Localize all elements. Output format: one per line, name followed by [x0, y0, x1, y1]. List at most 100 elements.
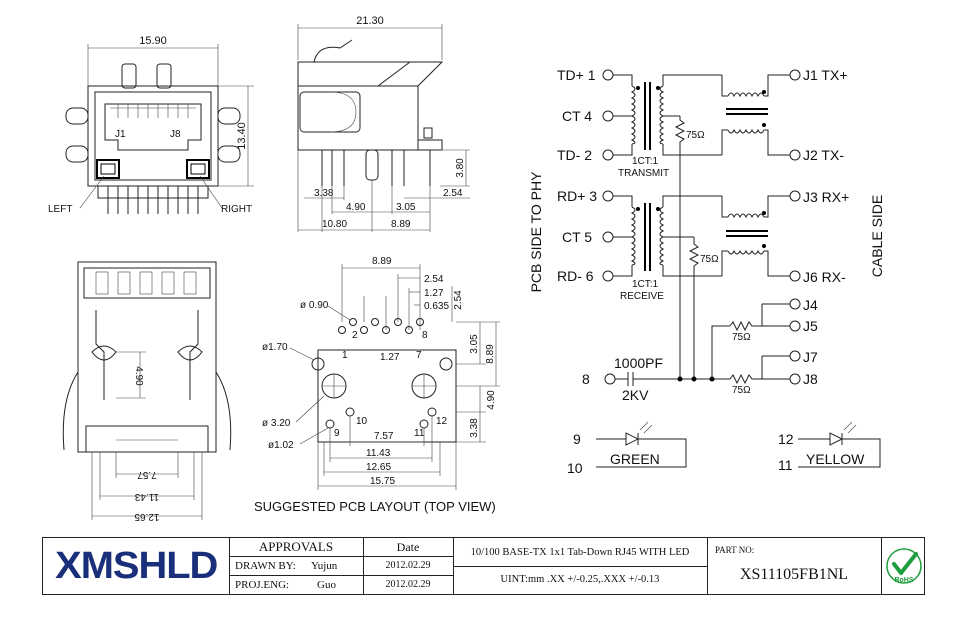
bv-dim-7-57: 7.57 [137, 469, 157, 480]
rohs-check-icon: RoHS [886, 548, 922, 584]
j3-label: J3 RX+ [803, 189, 849, 205]
pcb-dim-15-75: 15.75 [370, 476, 395, 487]
ct5-label: CT 5 [562, 229, 592, 245]
pcb-pin-11: 11 [414, 428, 425, 439]
rohs-badge: RoHS [885, 540, 923, 592]
led12-label: 12 [778, 431, 794, 447]
bottom-view: 4.90 7.57 11.43 12.65 [62, 261, 232, 522]
pcb-dim-3-38: 3.38 [469, 418, 480, 438]
j7-label: J7 [803, 349, 818, 365]
j6-label: J6 RX- [803, 269, 846, 285]
pcb-dim-d3-20: ø 3.20 [262, 418, 291, 429]
front-view: 15.90 J1 J8 [48, 35, 254, 215]
led10-label: 10 [567, 460, 583, 476]
cap-voltage: 2KV [622, 387, 649, 403]
logo-text: XMSHLD [54, 544, 218, 587]
j5-label: J5 [803, 318, 818, 334]
dim-3-05: 3.05 [396, 202, 416, 213]
pcb-layout: 8.89 2.54 1.27 0.635 2.54 ø 0.90 ø1.70 [254, 256, 500, 514]
ratio-rx: 1CT:1 [632, 279, 659, 290]
pcb-dim-8-89-top: 8.89 [372, 256, 392, 267]
transmit-label: TRANSMIT [618, 168, 669, 179]
td-minus-label: TD- 2 [557, 147, 592, 163]
proj-eng: Guo [317, 579, 336, 591]
pcb-dim-d0-90: ø 0.90 [300, 300, 329, 311]
title-block: XMSHLD APPROVALS Date DRAWN BY: Yujun 20… [42, 537, 925, 595]
dim-4-90: 4.90 [346, 202, 366, 213]
label-j1: J1 [115, 129, 126, 140]
led11-label: 11 [778, 457, 793, 473]
dim-height: 13.40 [236, 122, 248, 150]
pcb-dim-11-43: 11.43 [366, 448, 391, 459]
part-no: XS11105FB1NL [739, 566, 849, 583]
r75-b: 75Ω [732, 385, 751, 396]
pcb-pin-12: 12 [436, 416, 448, 427]
dim-3-38: 3.38 [314, 188, 334, 199]
tolerance: UINT:mm .XX +/-0.25,.XXX +/-0.13 [500, 574, 660, 585]
j1-label: J1 TX+ [803, 67, 848, 83]
r75-a: 75Ω [732, 332, 751, 343]
pcb-pin-7: 7 [416, 350, 422, 361]
pcb-dim-d1-02: ø1.02 [268, 440, 294, 451]
dim-width: 15.90 [139, 35, 167, 47]
pcb-pin-10: 10 [356, 416, 368, 427]
pcb-dim-0-635: 0.635 [424, 301, 449, 312]
bv-dim-4-90: 4.90 [133, 366, 144, 386]
r75-rx: 75Ω [700, 254, 719, 265]
led9-label: 9 [573, 431, 581, 447]
bv-dim-11-43: 11.43 [134, 491, 159, 502]
ct4-label: CT 4 [562, 108, 592, 124]
dim-3-80: 3.80 [455, 158, 466, 178]
td-plus-label: TD+ 1 [557, 67, 596, 83]
rd-minus-label: RD- 6 [557, 268, 594, 284]
proj-eng-label: PROJ.ENG: [235, 579, 290, 591]
pcb-dim-8-89-right: 8.89 [485, 344, 496, 364]
pcb-dim-4-90: 4.90 [486, 390, 497, 410]
pcb-dim-7-57: 7.57 [374, 431, 394, 442]
logo: XMSHLD [43, 538, 229, 594]
side-cable-label: CABLE SIDE [869, 195, 885, 277]
j8-label: J8 [803, 371, 818, 387]
rohs-text: RoHS [894, 577, 913, 584]
pcb-pin-8: 8 [422, 330, 428, 341]
side-view: 21.30 3.80 3.38 2.54 [297, 15, 470, 232]
dim-10-80: 10.80 [322, 219, 347, 230]
j4-label: J4 [803, 297, 818, 313]
j2-label: J2 TX- [803, 147, 844, 163]
yellow-label: YELLOW [806, 451, 865, 467]
pcb-dim-12-65: 12.65 [366, 462, 391, 473]
drawn-by-label: DRAWN BY: [235, 560, 296, 572]
pcb-dim-1-27-mid: 1.27 [380, 352, 400, 363]
dim-length: 21.30 [356, 15, 384, 27]
pin8-label: 8 [582, 371, 590, 387]
green-label: GREEN [610, 451, 660, 467]
pcb-pin-1: 1 [342, 350, 348, 361]
pcb-caption: SUGGESTED PCB LAYOUT (TOP VIEW) [254, 499, 496, 514]
dim-2-54: 2.54 [443, 188, 463, 199]
ratio-tx: 1CT:1 [632, 156, 659, 167]
approvals-header: APPROVALS [258, 539, 334, 554]
schematic: PCB SIDE TO PHY CABLE SIDE TD+ 1 CT 4 TD… [528, 67, 885, 476]
pcb-dim-d1-70: ø1.70 [262, 342, 288, 353]
cap-value: 1000PF [614, 355, 663, 371]
pcb-pin-2: 2 [352, 330, 358, 341]
part-no-label: PART NO: [715, 545, 755, 555]
side-phy-label: PCB SIDE TO PHY [528, 171, 544, 293]
dim-8-89: 8.89 [391, 219, 411, 230]
label-left: LEFT [48, 204, 72, 215]
pcb-dim-2-54-v: 2.54 [453, 290, 464, 310]
drawn-date: 2012.02.29 [385, 560, 431, 571]
rd-plus-label: RD+ 3 [557, 188, 597, 204]
pcb-pin-9: 9 [334, 428, 340, 439]
label-j8: J8 [170, 129, 181, 140]
drawn-by: Yujun [311, 560, 338, 572]
pcb-dim-3-05: 3.05 [469, 334, 480, 354]
label-right: RIGHT [221, 204, 252, 215]
r75-tx: 75Ω [686, 130, 705, 141]
bv-dim-12-65: 12.65 [134, 511, 159, 522]
receive-label: RECEIVE [620, 291, 664, 302]
date-header: Date [396, 540, 420, 554]
pcb-dim-1-27-top: 1.27 [424, 288, 444, 299]
pcb-dim-2-54: 2.54 [424, 274, 444, 285]
